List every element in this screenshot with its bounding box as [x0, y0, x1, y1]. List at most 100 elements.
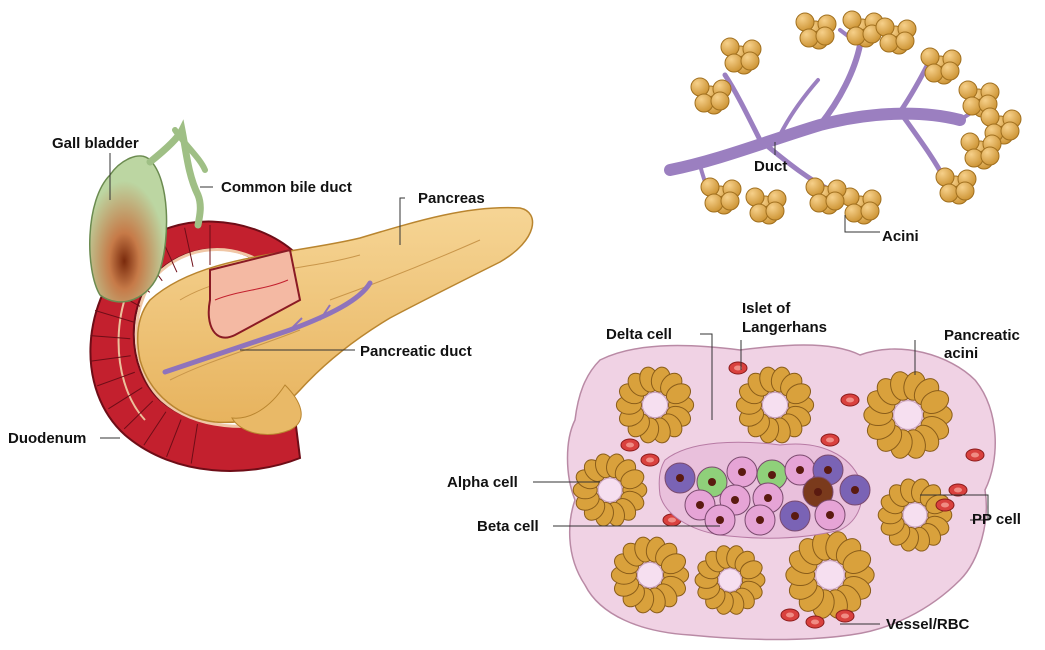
acinus-lobule: [711, 92, 729, 110]
label-pancreatic-acini-line2: acini: [944, 345, 978, 362]
rbc-center: [941, 503, 949, 508]
label-pp-cell: PP cell: [972, 511, 1021, 528]
alpha-cell-nucleus: [768, 471, 776, 479]
label-acini: Acini: [882, 228, 919, 245]
acinus-lumen: [816, 561, 845, 590]
acinus-lobule: [981, 108, 999, 126]
acinus-cluster: [701, 178, 741, 214]
acinus-lumen: [894, 401, 923, 430]
beta-cell-nucleus: [764, 494, 772, 502]
acinus-lobule: [806, 178, 824, 196]
acinus-cluster: [936, 168, 976, 204]
rbc-center: [786, 613, 794, 618]
acinus-cluster: [806, 178, 846, 214]
acinus-lobule: [940, 184, 958, 202]
acinus-lobule: [1001, 122, 1019, 140]
beta-cell-nucleus: [731, 496, 739, 504]
acinus-cluster: [961, 133, 1001, 169]
label-pancreatic-acini-line1: Pancreatic: [944, 327, 1020, 344]
acinus-cluster: [796, 13, 836, 49]
acinus-lumen: [598, 478, 622, 502]
alpha-cell-nucleus: [708, 478, 716, 486]
beta-cell-nucleus: [696, 501, 704, 509]
label-islet-line2: Langerhans: [742, 319, 827, 336]
rbc-center: [646, 458, 654, 463]
label-delta-cell: Delta cell: [606, 326, 672, 343]
acinus-lobule: [746, 188, 764, 206]
acinus-lobule: [741, 52, 759, 70]
acinus-lobule: [843, 11, 861, 29]
beta-cell-nucleus: [796, 466, 804, 474]
rbc-center: [954, 488, 962, 493]
acinus-lobule: [921, 48, 939, 66]
acinus-lobule: [816, 27, 834, 45]
acinus-lobule: [847, 27, 865, 45]
acinus-lobule: [810, 194, 828, 212]
acinus-lobule: [963, 97, 981, 115]
pp-cell-nucleus: [814, 488, 822, 496]
acinus-lobule: [701, 178, 719, 196]
acinus-lobule: [766, 202, 784, 220]
delta-cell-nucleus: [791, 512, 799, 520]
acinus-lobule: [725, 54, 743, 72]
acinus-lobule: [721, 38, 739, 56]
acinus-lobule: [876, 18, 894, 36]
acinus-lobule: [959, 81, 977, 99]
label-islet-line1: Islet of: [742, 300, 791, 317]
acinus-lobule: [695, 94, 713, 112]
acinus-lobule: [705, 194, 723, 212]
rbc-center: [846, 398, 854, 403]
rbc-center: [626, 443, 634, 448]
acinus-lobule: [721, 192, 739, 210]
beta-cell-nucleus: [826, 511, 834, 519]
acinus-lobule: [896, 32, 914, 50]
rbc-center: [971, 453, 979, 458]
gall-bladder: [90, 156, 167, 302]
acinus-lobule: [956, 182, 974, 200]
islet-histology: [533, 334, 995, 640]
islet-of-langerhans: [659, 442, 870, 538]
label-pancreatic-duct: Pancreatic duct: [360, 343, 472, 360]
rbc-center: [826, 438, 834, 443]
delta-cell-nucleus: [824, 466, 832, 474]
acinus-cluster: [921, 48, 961, 84]
acinus-cluster: [876, 18, 916, 54]
delta-cell-nucleus: [676, 474, 684, 482]
acinus-cluster: [691, 78, 731, 114]
acinus-lobule: [936, 168, 954, 186]
label-vessel-rbc: Vessel/RBC: [886, 616, 970, 633]
acinus-lumen: [719, 569, 742, 592]
label-beta-cell: Beta cell: [477, 518, 539, 535]
acinus-lobule: [941, 62, 959, 80]
acinus-lumen: [637, 562, 662, 587]
acinus-cluster: [721, 38, 761, 74]
acinus-cluster: [746, 188, 786, 224]
label-duct: Duct: [754, 158, 787, 175]
beta-cell-nucleus: [756, 516, 764, 524]
acinus-cluster: [841, 188, 881, 224]
label-common-bile-duct: Common bile duct: [221, 179, 352, 196]
acinus-lobule: [880, 34, 898, 52]
beta-cell-nucleus: [738, 468, 746, 476]
label-pancreas: Pancreas: [418, 190, 485, 207]
label-alpha-cell: Alpha cell: [447, 474, 518, 491]
label-duodenum: Duodenum: [8, 430, 86, 447]
acinus-lobule: [981, 147, 999, 165]
delta-cell-nucleus: [851, 486, 859, 494]
beta-cell-nucleus: [716, 516, 724, 524]
acinus-lobule: [750, 204, 768, 222]
acinus-lobule: [691, 78, 709, 96]
duct-tree: [670, 11, 1021, 232]
acinus-lobule: [796, 13, 814, 31]
acinus-lumen: [762, 392, 787, 417]
acinus-lobule: [826, 192, 844, 210]
rbc-center: [841, 614, 849, 619]
acinus-lumen: [903, 503, 927, 527]
acinus-lobule: [800, 29, 818, 47]
acinus-lobule: [961, 133, 979, 151]
acinus-lobule: [845, 204, 863, 222]
rbc-center: [668, 518, 676, 523]
acinus-lobule: [861, 202, 879, 220]
acinus-lobule: [925, 64, 943, 82]
